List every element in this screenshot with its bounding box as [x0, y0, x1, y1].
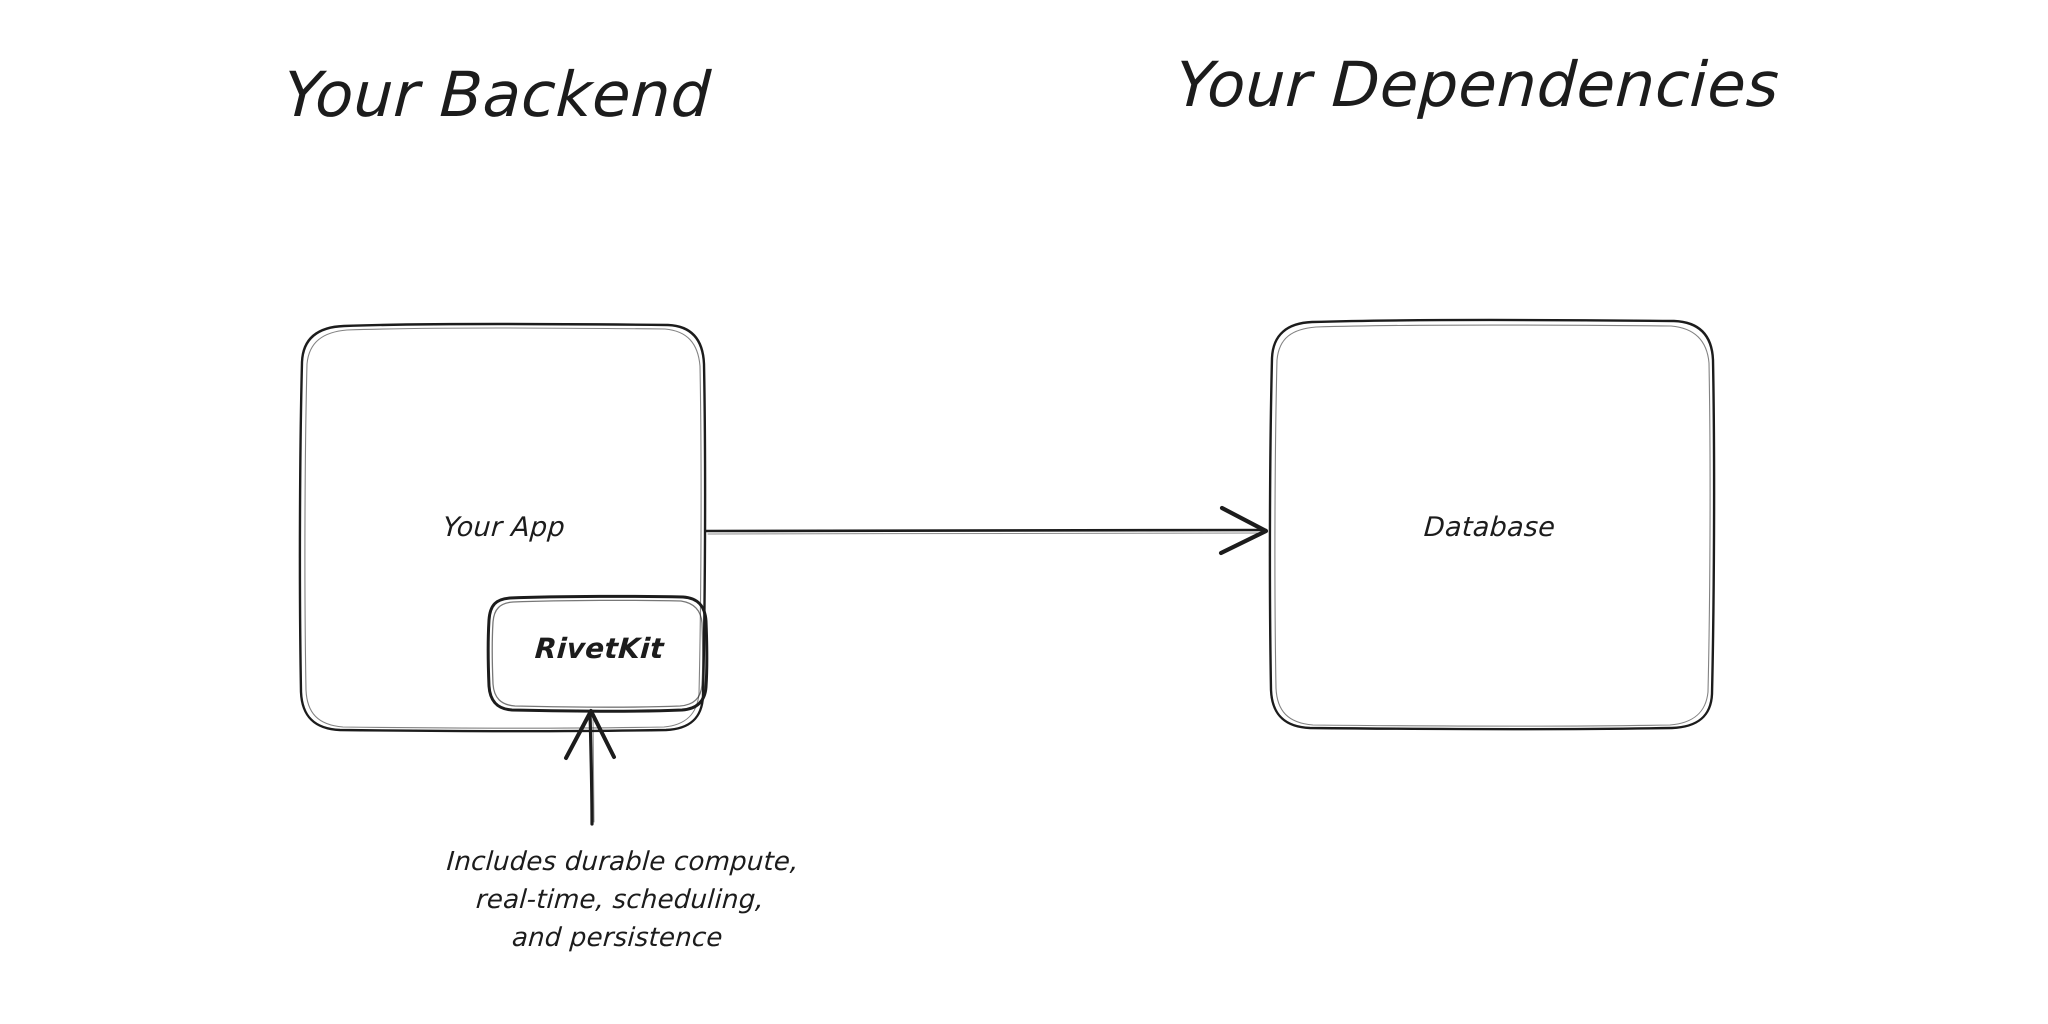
rivetkit-annotation: Includes durable compute, real-time, sch… — [426, 843, 814, 957]
node-label-rivetkit: RivetKit — [533, 632, 666, 665]
annotation-line-2: real-time, scheduling, — [474, 885, 765, 915]
arrow-annotation-to-rivetkit — [564, 709, 616, 826]
your-app-box[interactable] — [298, 322, 707, 733]
database-box[interactable] — [1268, 318, 1716, 731]
annotation-line-1: Includes durable compute, — [445, 847, 800, 877]
rivetkit-box[interactable] — [486, 594, 709, 713]
arrow-app-to-database — [704, 505, 1269, 556]
node-label-your-app: Your App — [441, 512, 567, 543]
node-label-database: Database — [1422, 512, 1557, 543]
section-title-backend: Your Backend — [282, 58, 713, 131]
section-title-dependencies: Your Dependencies — [1174, 48, 1782, 121]
annotation-line-3: and persistence — [510, 923, 724, 953]
